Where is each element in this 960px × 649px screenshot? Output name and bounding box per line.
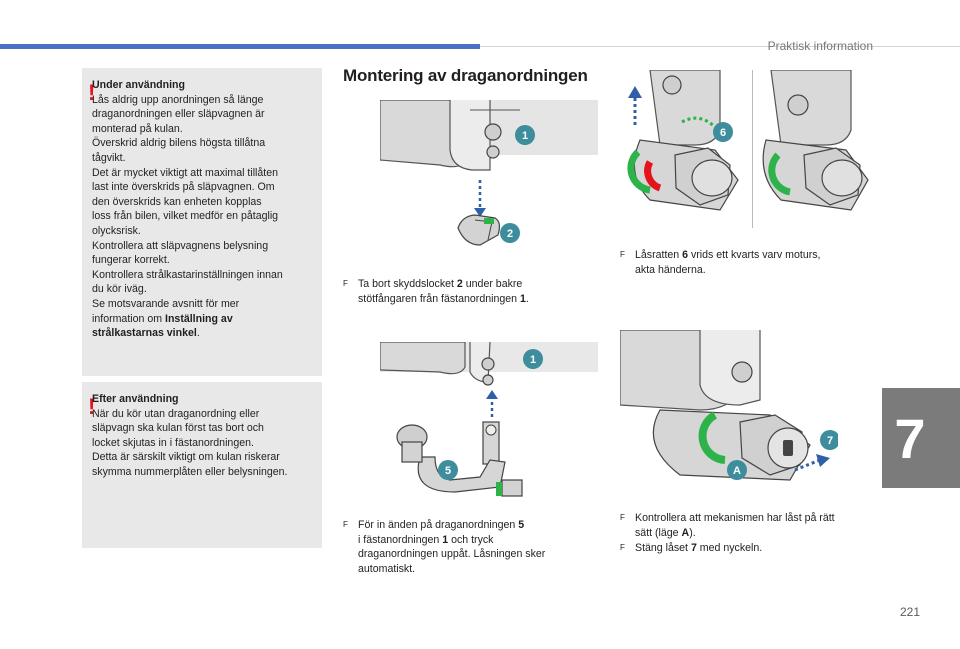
bullet-icon: F: [620, 513, 625, 522]
warning-line: olycksrisk.: [92, 224, 141, 237]
step-text: ).: [689, 526, 696, 539]
step-ref: 5: [518, 519, 525, 531]
callout-7-label: 7: [827, 435, 833, 447]
warning-body: När du kör utan draganordning eller släpv…: [92, 407, 314, 480]
chapter-tab: 7: [882, 388, 960, 488]
step-text: .: [525, 292, 529, 305]
chapter-number: 7: [894, 407, 926, 470]
step-text: Låsratten: [635, 249, 683, 261]
warning-line: loss från bilen, vilket medför en påtagl…: [92, 210, 279, 223]
figure-insert-towbar: 1 5: [380, 342, 598, 507]
step-turn-knob: F Låsratten 6 vrids ett kvarts varv motu…: [620, 248, 870, 277]
warning-box-during-use: ! Under användning Lås aldrig upp anordn…: [82, 68, 322, 376]
warning-line: släpvagn ska kulan först tas bort och: [92, 422, 264, 435]
header-rule: [480, 46, 960, 47]
bullet-icon: F: [343, 279, 348, 288]
callout-2-label: 2: [507, 228, 513, 240]
bullet-icon: F: [343, 520, 348, 529]
page-number: 221: [899, 605, 920, 619]
callout-1: [523, 349, 543, 369]
exclamation-icon: !: [88, 394, 96, 419]
callout-1-label: 1: [530, 354, 536, 366]
warning-line: skymma nummerplåten eller belysningen.: [92, 465, 288, 478]
figure-divider: [752, 70, 753, 228]
warning-link-1: Inställning av: [165, 312, 233, 325]
warning-line: draganordningen eller släpvagnen är: [92, 108, 265, 121]
warning-period: .: [196, 327, 200, 340]
warning-line: Kontrollera att släpvagnens belysning: [92, 239, 269, 252]
warning-line: den överskrids kan enheten kopplas: [92, 195, 262, 208]
figure-knob-turned: [756, 70, 872, 228]
step-text: med nyckeln.: [696, 542, 763, 554]
step-ref: 6: [682, 249, 689, 261]
warning-line: Se motsvarande avsnitt för mer: [92, 297, 240, 310]
step-ref: A: [681, 526, 690, 539]
warning-title: Efter användning: [92, 393, 179, 405]
warning-box-after-use: ! Efter användning När du kör utan draga…: [82, 382, 322, 548]
callout-1: [515, 125, 535, 145]
warning-line: Kontrollera strålkastarinställningen inn…: [92, 268, 283, 281]
warning-line: tågvikt.: [92, 151, 126, 164]
warning-line: locket skjutas in i fästanordningen.: [92, 436, 254, 449]
warning-line: fungerar korrekt.: [92, 254, 170, 267]
bullet-icon: F: [620, 250, 625, 259]
warning-line: Lås aldrig upp anordningen så länge: [92, 93, 264, 106]
step-text: Stäng låset: [635, 542, 691, 554]
section-title: Praktisk information: [767, 39, 873, 53]
warning-body: Lås aldrig upp anordningen så länge draga…: [92, 93, 314, 327]
step-check-lock: F Kontrollera att mekanismen har låst på…: [620, 511, 880, 540]
exclamation-icon: !: [88, 80, 96, 105]
step-close-lock: F Stäng låset 7 med nyckeln.: [620, 541, 880, 556]
step-ref: 1: [519, 292, 526, 305]
warning-line: När du kör utan draganordning eller: [92, 407, 260, 420]
step-text: sätt (läge: [635, 526, 682, 539]
warning-title: Under användning: [92, 79, 185, 91]
page-title: Montering av draganordningen: [343, 66, 588, 85]
warning-line: information om: [92, 312, 163, 325]
callout-6: [713, 122, 733, 142]
step-ref: 1: [442, 533, 449, 546]
callout-A-label: A: [733, 465, 741, 477]
step-remove-cap: F Ta bort skyddslocket 2 under bakre stö…: [343, 277, 603, 306]
callout-A: [727, 460, 747, 480]
callout-1-label: 1: [522, 130, 528, 142]
step-text: i fästanordningen: [358, 533, 443, 546]
warning-line: Överskrid aldrig bilens högsta tillåtna: [92, 137, 266, 150]
step-text: akta händerna.: [635, 263, 706, 276]
step-text: under bakre: [462, 278, 523, 290]
warning-link-2: strålkastarnas vinkel: [92, 327, 197, 340]
step-text: För in änden på draganordningen: [358, 519, 519, 531]
step-ref: 2: [456, 278, 463, 290]
step-text: vrids ett kvarts varv moturs,: [688, 249, 821, 261]
header-accent-bar: [0, 44, 480, 49]
step-insert-towbar: F För in änden på draganordningen 5 i fä…: [343, 518, 603, 576]
callout-7: [820, 430, 838, 450]
figure-remove-cap: 1 2: [380, 100, 598, 260]
step-ref: 7: [690, 542, 697, 554]
warning-link-line-2: strålkastarnas vinkel.: [92, 326, 314, 341]
step-text: automatiskt.: [358, 562, 416, 575]
figure-turn-knob: 6: [620, 70, 748, 228]
warning-line: Det är mycket viktigt att maximal tillåt…: [92, 166, 279, 179]
step-text: draganordningen uppåt. Låsningen sker: [358, 548, 546, 561]
warning-line: Detta är särskilt viktigt om kulan riske…: [92, 451, 280, 464]
step-text: Kontrollera att mekanismen har låst på r…: [635, 512, 835, 524]
step-text: och tryck: [448, 533, 494, 546]
warning-line: last inte överskrids på släpvagnen. Om: [92, 181, 275, 194]
warning-link-line: information om Inställning av: [92, 312, 314, 327]
figure-lock-key: 7 A: [620, 330, 838, 495]
callout-5: [438, 460, 458, 480]
warning-line: monterad på kulan.: [92, 122, 183, 135]
bullet-icon: F: [620, 543, 625, 552]
warning-line: du kör iväg.: [92, 283, 147, 296]
step-text: stötfångaren från fästanordningen: [358, 292, 520, 305]
step-text: Ta bort skyddslocket: [358, 278, 457, 290]
callout-6-label: 6: [720, 127, 726, 139]
callout-5-label: 5: [445, 465, 451, 477]
callout-2: [500, 223, 520, 243]
